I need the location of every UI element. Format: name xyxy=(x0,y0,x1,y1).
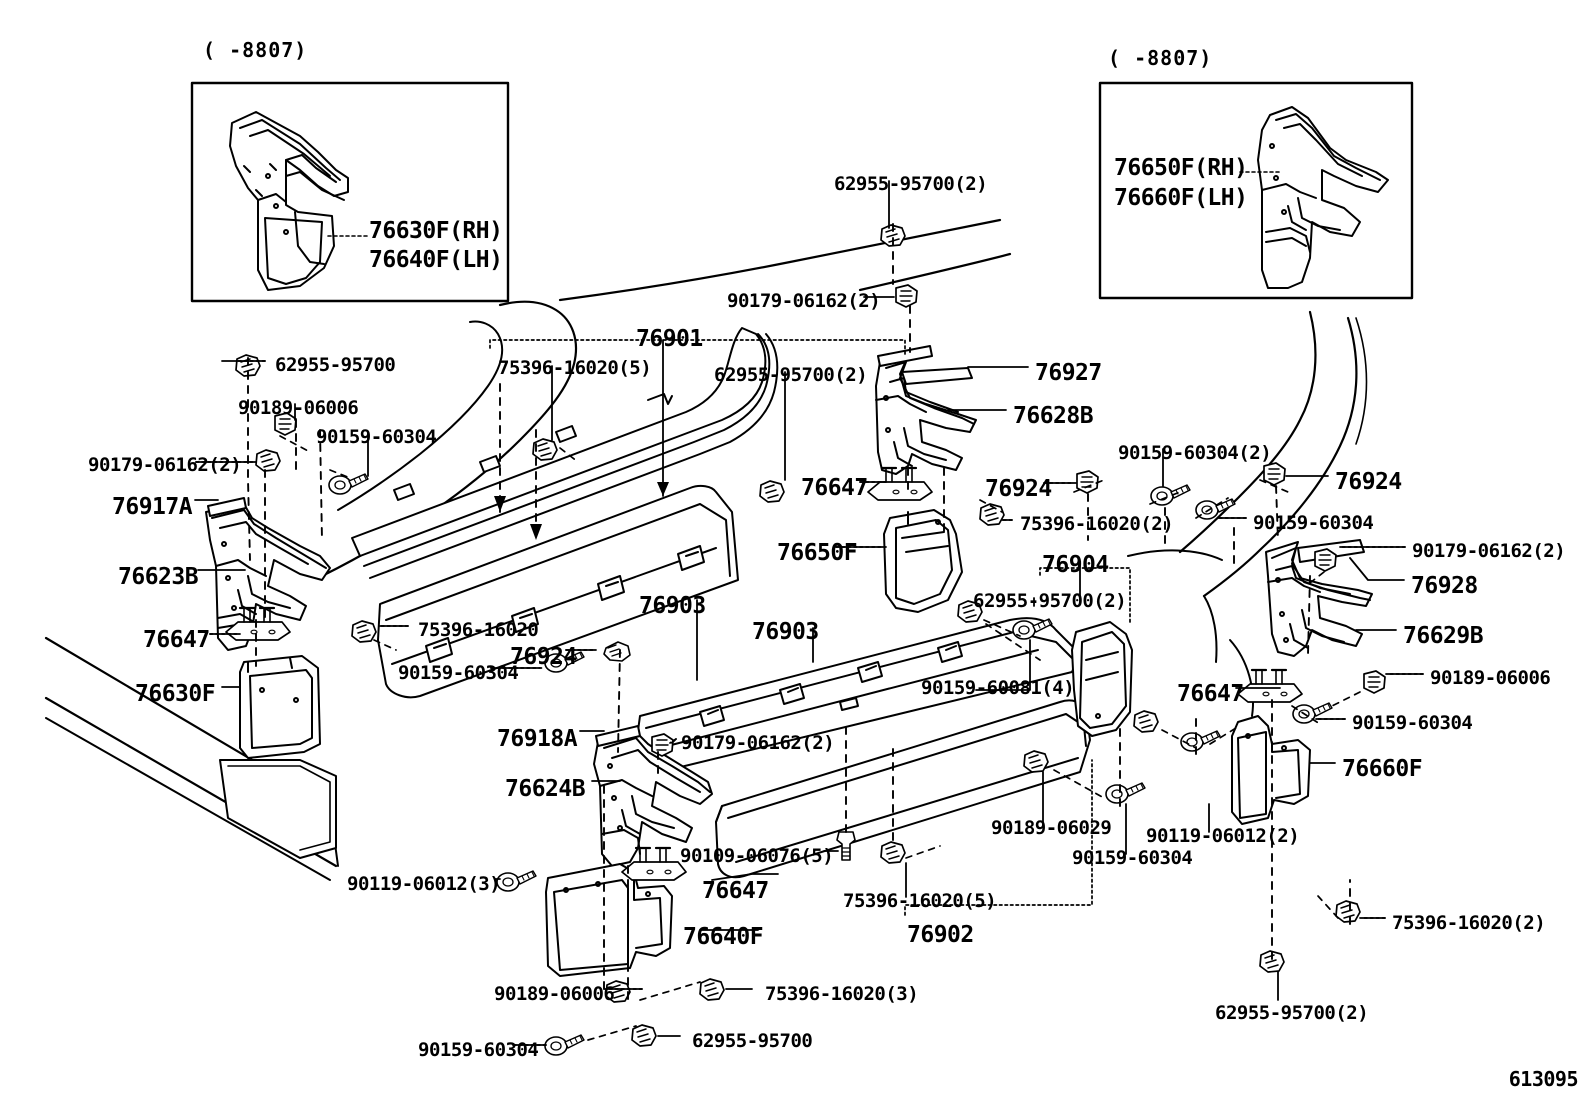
callout-76630f: 76630F xyxy=(135,681,216,707)
callout-76903-a: 76903 xyxy=(639,593,706,619)
callout-76928: 76928 xyxy=(1411,573,1478,599)
callout-76650f: 76650F xyxy=(777,540,858,566)
callout-90159-60304-e: 90159-60304 xyxy=(1253,512,1374,534)
callout-76650f-rh: 76650F(RH) xyxy=(1114,155,1248,181)
callout-76924-b: 76924 xyxy=(985,476,1052,502)
callout-90179-06162-b: 90179-06162(2) xyxy=(681,732,835,754)
callout-62955-95700-e: 62955-95700(2) xyxy=(973,590,1127,612)
callout-76927: 76927 xyxy=(1035,360,1102,386)
callout-76918a: 76918A xyxy=(497,726,578,752)
callout-90179-06162-c: 90179-06162(2) xyxy=(727,290,881,312)
callout-76647-b: 76647 xyxy=(702,878,769,904)
callout-76917a: 76917A xyxy=(112,494,193,520)
drawing-number: 613095 xyxy=(1508,1067,1579,1091)
callout-90189-06006-c: 90189-06006 xyxy=(1430,667,1551,689)
callout-76647-c: 76647 xyxy=(801,475,868,501)
callout-90159-60304-f: 90159-60304 xyxy=(1352,712,1473,734)
callout-90189-06029: 90189-06029 xyxy=(991,817,1112,839)
callout-62955-95700-b: 62955-95700 xyxy=(692,1030,813,1052)
callout-90189-06006-b: 90189-06006 xyxy=(494,983,615,1005)
callout-76628b: 76628B xyxy=(1013,403,1094,429)
callout-76902: 76902 xyxy=(907,922,974,948)
callout-76624b: 76624B xyxy=(505,776,586,802)
callout-62955-95700-f: 62955-95700(2) xyxy=(1215,1002,1369,1024)
callout-76901: 76901 xyxy=(636,326,703,352)
callout-90109-06076: 90109-06076(5) xyxy=(680,845,834,867)
callout-76630f-rh: 76630F(RH) xyxy=(369,218,503,244)
callout-76647-d: 76647 xyxy=(1177,681,1244,707)
callout-75396-16020-d: 75396-16020(2) xyxy=(1020,513,1174,535)
callout-90159-60304-d: 90159-60304(2) xyxy=(1118,442,1272,464)
callout-90189-06006-a: 90189-06006 xyxy=(238,397,359,419)
callout-76903-b: 76903 xyxy=(752,619,819,645)
callout-90119-06012-b: 90119-06012(2) xyxy=(1146,825,1300,847)
callout-90159-60304-c: 90159-60304 xyxy=(418,1039,539,1061)
callout-76904: 76904 xyxy=(1042,552,1109,578)
callout-76924-a: 76924 xyxy=(510,644,577,670)
callout-62955-95700-d: 62955-95700(2) xyxy=(834,173,988,195)
callout-90159-60304-a: 90159-60304 xyxy=(316,426,437,448)
callout-62955-95700-c: 62955-95700(2) xyxy=(714,364,868,386)
callout-76640f-lh: 76640F(LH) xyxy=(369,247,503,273)
callout-75396-16020-e: 75396-16020(5) xyxy=(843,890,997,912)
callout-62955-95700-a: 62955-95700 xyxy=(275,354,396,376)
callout-90159-60081: 90159-60081(4) xyxy=(921,677,1075,699)
callout-90159-60304-b: 90159-60304 xyxy=(398,662,519,684)
callout-75396-16020-b: 75396-16020(3) xyxy=(765,983,919,1005)
callout-76660f: 76660F xyxy=(1342,756,1423,782)
inset-right-caption: ( -8807) xyxy=(1108,46,1213,70)
callout-76647-a: 76647 xyxy=(143,627,210,653)
callout-76629b: 76629B xyxy=(1403,623,1484,649)
callout-76623b: 76623B xyxy=(118,564,199,590)
callout-76924-c: 76924 xyxy=(1335,469,1402,495)
callout-75396-16020-c: 75396-16020(5) xyxy=(498,357,652,379)
callout-90179-06162-a: 90179-06162(2) xyxy=(88,454,242,476)
callout-76640f: 76640F xyxy=(683,924,764,950)
callout-75396-16020-a: 75396-16020 xyxy=(418,619,539,641)
callout-76660f-lh: 76660F(LH) xyxy=(1114,185,1248,211)
callout-75396-16020-f: 75396-16020(2) xyxy=(1392,912,1546,934)
callout-90159-60304-g: 90159-60304 xyxy=(1072,847,1193,869)
callout-90119-06012-a: 90119-06012(3) xyxy=(347,873,501,895)
callout-90179-06162-d: 90179-06162(2) xyxy=(1412,540,1566,562)
inset-left-caption: ( -8807) xyxy=(203,38,308,62)
